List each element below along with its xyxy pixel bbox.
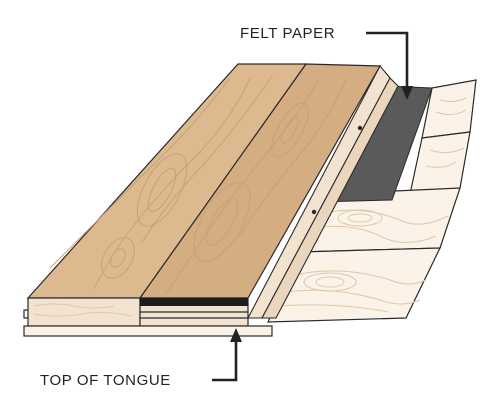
top-of-tongue-leader: [212, 340, 238, 382]
subfloor-board-mid-back: [409, 131, 471, 195]
plank-end-dark-band: [140, 298, 248, 306]
tongue-edge-strip: [261, 77, 399, 319]
subfloor-base: [23, 325, 273, 337]
felt-paper-label: FELT PAPER: [240, 25, 335, 42]
felt-paper-leader: [366, 31, 409, 88]
plank-ends: [23, 297, 273, 337]
plank-end-left: [27, 297, 141, 327]
top-of-tongue-label: TOP OF TONGUE: [40, 372, 171, 389]
nail: [357, 125, 363, 131]
nail: [311, 209, 317, 215]
top-of-tongue-callout: TOP OF TONGUE: [40, 328, 242, 389]
felt-paper-arrowhead: [401, 86, 413, 100]
planks: [26, 63, 382, 299]
felt-paper-callout: FELT PAPER: [240, 25, 413, 100]
subfloor: [267, 79, 477, 323]
top-of-tongue-arrowhead: [230, 328, 242, 342]
